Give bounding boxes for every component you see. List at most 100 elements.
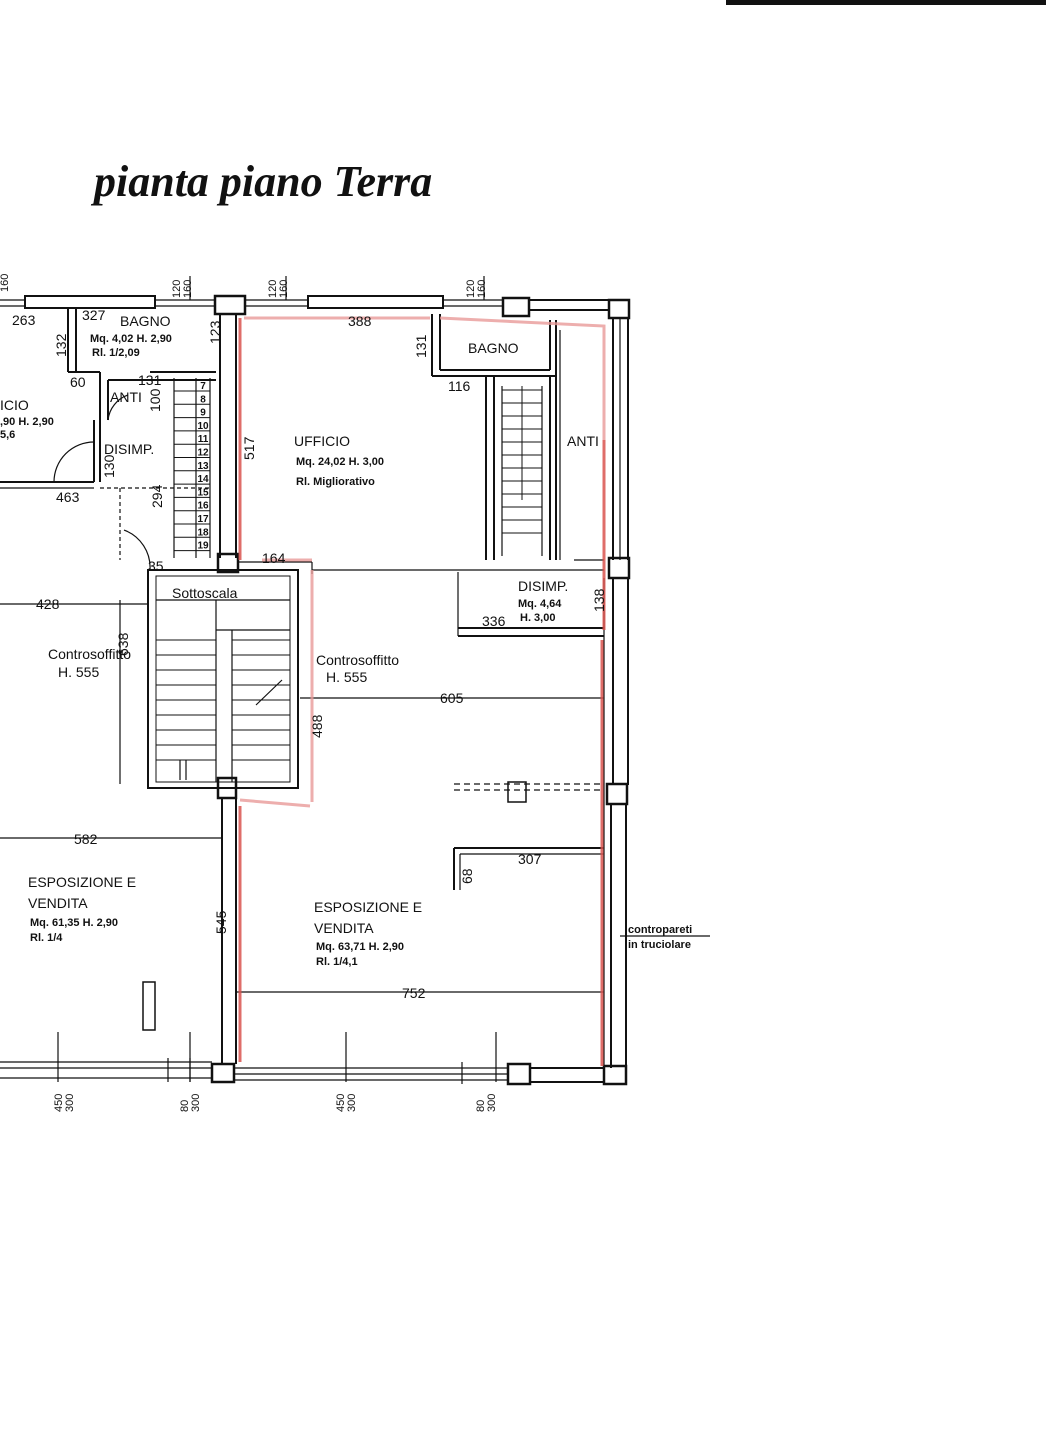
window-bot3-a: 450 [335,1094,347,1112]
room-name-esposizione-right: ESPOSIZIONE E [314,899,422,915]
window-marks-top [189,276,485,300]
note-truciolare: in truciolare [628,939,691,951]
room-area-ufficio: Mq. 24,02 H. 3,00 [296,456,384,468]
note-contropareti: contropareti [628,924,692,936]
dim-123: 123 [207,320,223,344]
label-controsoffitto-left-height: H. 555 [58,664,99,680]
room-name-bagno-left: BAGNO [120,313,171,329]
room-area-esposizione-right: Mq. 63,71 H. 2,90 [316,941,404,953]
central-stair [147,569,299,789]
room-labels: BAGNO Mq. 4,02 H. 2,90 Rl. 1/2,09 ANTI D… [0,313,692,968]
dim-263: 263 [12,312,36,328]
stair-step-number: 12 [197,448,209,459]
dim-307: 307 [518,851,542,867]
stair-step-number: 10 [197,421,209,432]
room-area-esposizione-left: Mq. 61,35 H. 2,90 [30,917,118,929]
room-area-disimp-right: Mq. 4,64 [518,598,562,610]
right-stair-steps [502,386,542,534]
dim-131-right: 131 [413,334,429,358]
room-name-anti-left: ANTI [110,389,142,405]
room-area-ufficio-left: ,90 H. 2,90 [0,416,54,428]
label-controsoffitto-right: Controsoffitto [316,652,399,668]
dim-488: 488 [309,714,325,738]
left-stair [173,378,211,558]
room-name-bagno-right: BAGNO [468,340,519,356]
label-controsoffitto-right-height: H. 555 [326,669,367,685]
dim-116: 116 [448,378,471,394]
room-name-ufficio: UFFICIO [294,433,350,449]
window-labels: 120 160 120 160 120 160 160 450 300 80 3… [0,274,498,1112]
room-name-esposizione-right-2: VENDITA [314,920,374,936]
dim-428: 428 [36,596,60,612]
window-bot3-b: 300 [346,1094,358,1112]
room-index-ufficio-left: 5,6 [0,429,15,441]
window-edge: 160 [0,274,11,292]
dimension-labels: 263 327 388 132 123 131 60 131 100 116 5… [12,307,607,1001]
stair-step-number: 18 [197,527,209,538]
right-bathroom-block [431,314,604,561]
dim-130: 130 [101,454,117,478]
plan-title: pianta piano Terra [94,157,433,206]
room-name-sottoscala: Sottoscala [172,585,238,601]
window-marks-bottom [57,1032,497,1082]
right-exterior-wall [602,318,631,1086]
room-name-ufficio-left: ICIO [0,397,29,413]
room-index-bagno-left: Rl. 1/2,09 [92,347,140,359]
central-stair-steps [156,639,290,761]
window-top2-a: 120 [267,280,279,298]
stair-steps [174,390,210,552]
window-top1-b: 160 [182,280,194,298]
window-bot2-a: 80 [179,1100,191,1112]
partitions [142,781,604,1031]
red-markup [238,316,606,1066]
top-exterior-wall [0,294,631,320]
dim-60: 60 [70,374,86,390]
window-top3-a: 120 [465,280,477,298]
room-index-esposizione-left: Rl. 1/4 [30,932,63,944]
left-bathroom-block [0,308,216,489]
room-index-esposizione-right: Rl. 1/4,1 [316,956,358,968]
stair-step-number: 7 [200,381,206,392]
stair-step-number: 14 [197,474,209,485]
right-landing-box [457,572,604,637]
dim-517: 517 [241,436,257,460]
window-bot2-b: 300 [190,1094,202,1112]
dim-138: 138 [591,588,607,612]
stair-step-number: 13 [197,461,209,472]
label-controsoffitto-left: Controsoffitto [48,646,131,662]
window-top3-b: 160 [476,280,488,298]
stair-step-number: 16 [197,501,209,512]
dim-294: 294 [149,484,165,508]
dim-463: 463 [56,489,80,505]
stair-step-number: 8 [200,394,206,405]
stair-step-number: 11 [198,434,209,445]
room-name-esposizione-left: ESPOSIZIONE E [28,874,136,890]
room-height-disimp-right: H. 3,00 [520,612,555,624]
dim-68: 68 [459,868,475,884]
room-index-ufficio: Rl. Migliorativo [296,476,375,488]
window-bot4-b: 300 [486,1094,498,1112]
stair-step-number: 15 [197,487,209,498]
dim-164: 164 [262,550,286,566]
dim-336: 336 [482,613,506,629]
dim-131-left: 131 [138,372,162,388]
window-bot1-b: 300 [64,1094,76,1112]
window-top2-b: 160 [278,280,290,298]
room-name-anti-right: ANTI [567,433,599,449]
room-name-esposizione-left-2: VENDITA [28,895,88,911]
room-area-bagno-left: Mq. 4,02 H. 2,90 [90,333,172,345]
room-name-disimp-right: DISIMP. [518,578,568,594]
window-top1-a: 120 [171,280,183,298]
dim-605: 605 [440,690,464,706]
dim-582: 582 [74,831,98,847]
dim-638: 638 [115,632,131,656]
dim-388: 388 [348,313,372,329]
dim-100: 100 [147,388,163,412]
dimension-lines [0,487,710,993]
dim-327: 327 [82,307,106,323]
bottom-exterior-wall [0,1058,604,1086]
dim-132: 132 [53,333,69,357]
page-edge-mark [726,0,1046,5]
